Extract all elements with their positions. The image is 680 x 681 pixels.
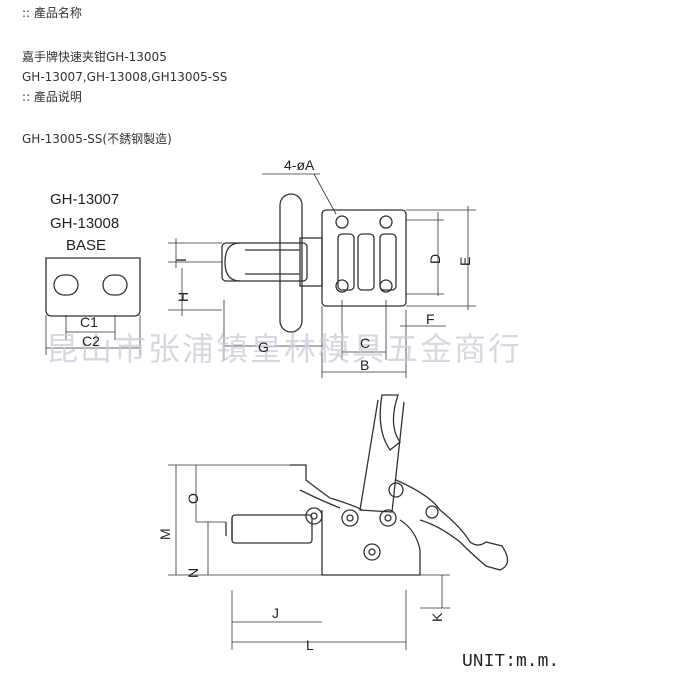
base-plate-drawing — [45, 257, 141, 355]
clamp-technical-drawing: 昆山市张浦镇皇林模具五金商行 GH-13007 GH-13008 BASE C1… — [45, 157, 559, 672]
dim-b: B — [360, 357, 369, 373]
dim-g: G — [258, 339, 269, 355]
dim-i: I — [173, 258, 189, 262]
dim-m: M — [157, 528, 173, 540]
model-label-1: GH-13007 — [50, 191, 119, 208]
dim-f: F — [426, 311, 435, 327]
dim-c1: C1 — [80, 314, 98, 330]
product-name-line-1: 嘉手牌快速夹钳GH-13005 — [22, 50, 167, 64]
product-name-line-2: GH-13007,GH-13008,GH13005-SS — [22, 70, 228, 84]
dim-c: C — [360, 335, 370, 351]
dim-e: E — [457, 257, 473, 266]
dim-n: N — [185, 568, 201, 578]
dim-k: K — [429, 612, 445, 622]
top-view-drawing — [168, 173, 476, 378]
side-view-drawing — [168, 394, 509, 650]
model-label-2: GH-13008 — [50, 215, 119, 232]
dim-c2: C2 — [82, 333, 100, 349]
base-label: BASE — [66, 237, 106, 254]
dim-j: J — [272, 605, 279, 621]
dim-o: O — [185, 493, 201, 504]
dim-h: H — [175, 292, 191, 302]
unit-label: UNIT:m.m. — [462, 652, 559, 672]
product-description-heading: :: 產品说明 — [22, 90, 82, 104]
watermark: 昆山市张浦镇皇林模具五金商行 — [46, 330, 522, 368]
hole-label: 4-øA — [284, 157, 315, 173]
product-description-text: GH-13005-SS(不銹钢製造) — [22, 132, 172, 146]
product-name-heading: :: 產品名称 — [22, 6, 82, 20]
dim-l: L — [306, 637, 314, 653]
dim-d: D — [427, 254, 443, 264]
